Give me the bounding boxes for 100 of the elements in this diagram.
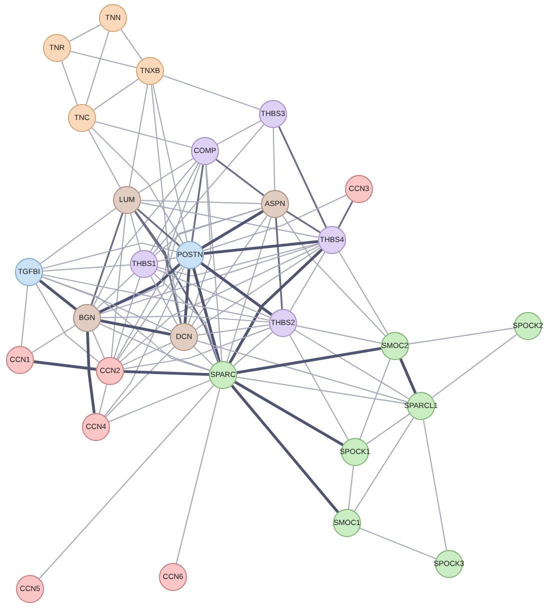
interaction-line [40, 208, 116, 264]
interaction-line [110, 214, 126, 358]
interaction-line [152, 124, 264, 254]
interaction-line [122, 342, 172, 366]
protein-node [15, 258, 43, 286]
protein-node [318, 226, 346, 254]
interaction-line [432, 334, 518, 398]
protein-node [514, 312, 542, 340]
protein-node [435, 550, 463, 578]
interaction-line [236, 376, 408, 404]
interaction-line [150, 276, 178, 325]
interaction-line [216, 158, 264, 196]
interaction-line [130, 213, 141, 251]
interaction-line [134, 210, 219, 362]
interaction-line [294, 330, 410, 400]
protein-node [73, 304, 101, 332]
interaction-line [34, 360, 96, 371]
interaction-line [154, 273, 220, 362]
protein-node [259, 100, 287, 128]
interaction-line [104, 267, 185, 416]
protein-node [333, 509, 361, 537]
interaction-line [150, 84, 182, 324]
interaction-line [228, 248, 323, 364]
protein-node [16, 575, 44, 603]
interaction-line [42, 276, 210, 372]
interaction-line [348, 466, 354, 510]
protein-node [130, 250, 158, 278]
interaction-line [88, 130, 121, 188]
interaction-line [163, 75, 260, 110]
protein-node [6, 346, 34, 374]
interaction-line [90, 212, 124, 306]
interaction-line [36, 284, 100, 363]
interaction-line [272, 128, 276, 190]
interaction-line [140, 202, 318, 238]
interaction-line [203, 194, 347, 252]
interaction-line [108, 380, 210, 422]
interaction-line [399, 358, 417, 394]
interaction-line [39, 280, 77, 310]
interaction-line [42, 242, 177, 270]
interaction-line [188, 164, 212, 324]
protein-node [261, 190, 289, 218]
interaction-line [354, 418, 414, 512]
interaction-line [134, 211, 182, 324]
protein-node [381, 332, 409, 360]
interaction-line [42, 276, 172, 332]
interaction-line [197, 340, 408, 403]
interaction-line [100, 319, 171, 336]
interaction-line [96, 273, 134, 309]
interaction-line [120, 29, 142, 60]
interaction-line [278, 126, 327, 228]
interaction-line [116, 164, 201, 360]
protein-node [269, 309, 297, 337]
interaction-line [120, 246, 320, 362]
interaction-line [42, 264, 130, 272]
protein-node [113, 186, 141, 214]
interaction-line [100, 244, 319, 314]
interaction-line [92, 127, 184, 244]
interaction-line [408, 328, 514, 344]
interaction-line [360, 528, 436, 560]
interaction-line [20, 286, 28, 346]
protein-node [43, 34, 71, 62]
interaction-line [98, 384, 108, 414]
interaction-line [124, 327, 270, 370]
interaction-line [275, 218, 283, 310]
interaction-line [204, 240, 318, 255]
interaction-line [93, 161, 196, 306]
interaction-line [184, 268, 190, 324]
interaction-line [32, 324, 76, 354]
interaction-line [69, 24, 101, 42]
interaction-line [105, 346, 175, 418]
interaction-line [201, 210, 264, 249]
interaction-line [158, 257, 176, 262]
interaction-line [157, 242, 319, 277]
interaction-line [191, 215, 268, 326]
interaction-line [191, 164, 204, 242]
interaction-line [92, 330, 105, 358]
interaction-line [422, 420, 448, 550]
interaction-line [100, 315, 270, 323]
interaction-line [359, 358, 391, 440]
interaction-line [230, 384, 340, 514]
interaction-line [93, 78, 139, 110]
protein-node [159, 563, 187, 591]
protein-node [136, 57, 164, 85]
interaction-line [86, 332, 96, 414]
interaction-line [140, 200, 262, 204]
interaction-line [233, 332, 273, 366]
interaction-line [296, 325, 382, 344]
interaction-line [338, 252, 388, 334]
interaction-line [118, 266, 182, 360]
interaction-line [286, 210, 321, 234]
interaction-line [136, 208, 180, 246]
interaction-line [95, 121, 192, 148]
interaction-line [217, 120, 261, 145]
interaction-line [289, 334, 349, 440]
interaction-line [86, 31, 110, 105]
interaction-line [226, 217, 272, 362]
interaction-line [366, 414, 410, 444]
interaction-line [61, 61, 78, 105]
interaction-line [124, 370, 210, 376]
interaction-line [206, 164, 222, 362]
